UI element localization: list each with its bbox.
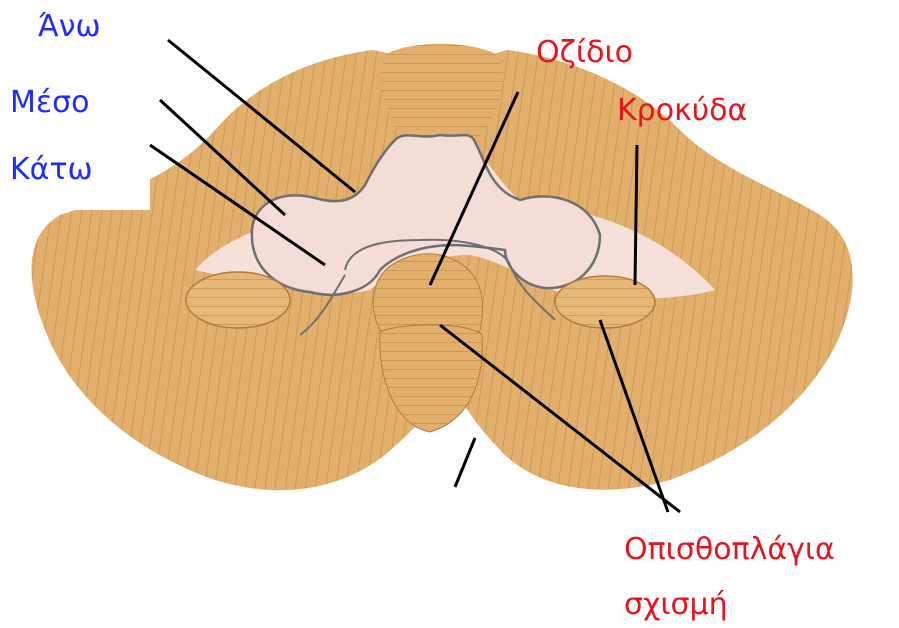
leader-krokyda (635, 145, 637, 285)
label-kato: Κάτω (10, 155, 93, 185)
leader-bottom (455, 438, 475, 487)
label-opisthoplagia-line1: Οπισθοπλάγια (624, 535, 835, 565)
label-opisthoplagia-line2: σχισμή (624, 590, 728, 620)
label-mask-bottom (340, 488, 460, 528)
label-ano: Άνω (38, 12, 101, 42)
label-krokyda: Κροκύδα (617, 96, 747, 126)
label-ozidio: Οζίδιο (536, 38, 633, 68)
label-meso: Μέσο (10, 88, 89, 118)
